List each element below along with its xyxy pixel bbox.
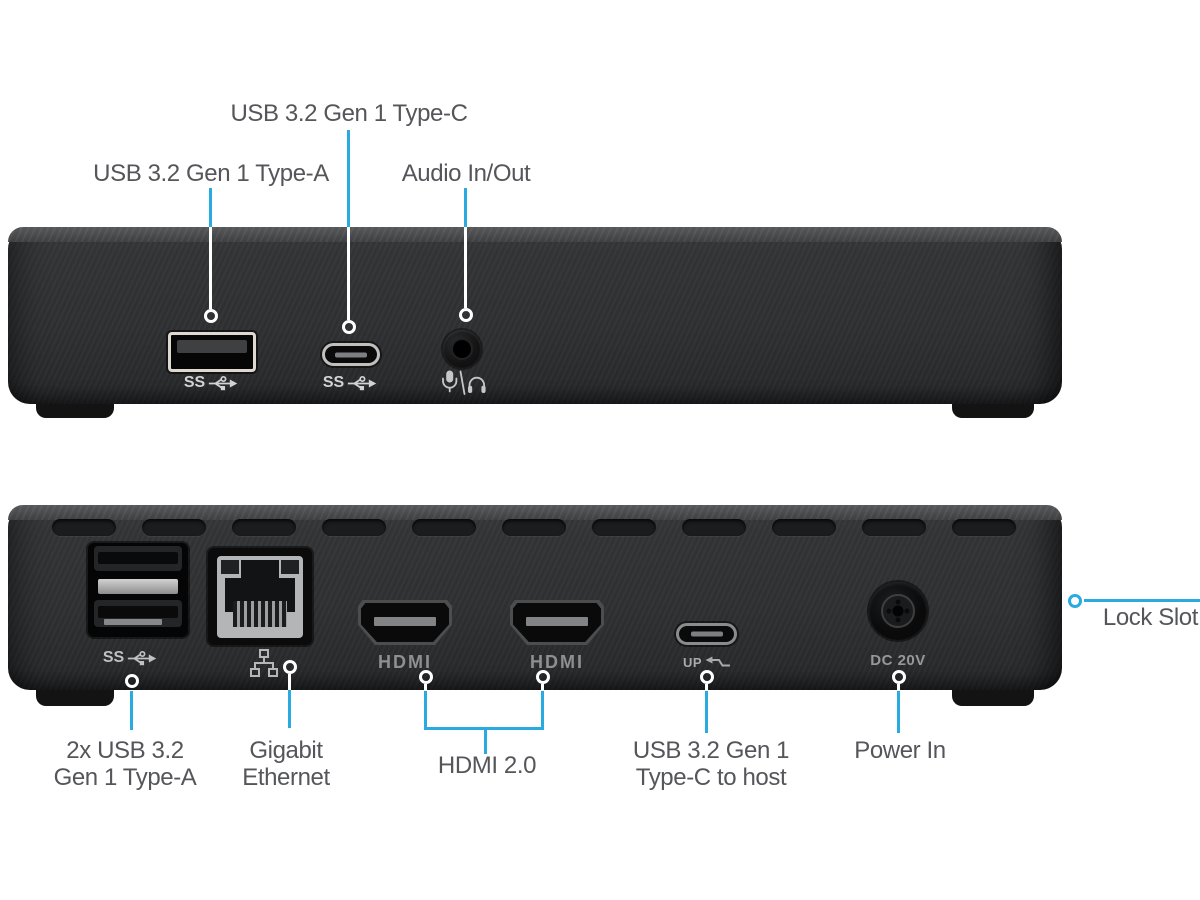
callout-line-lock-slot bbox=[1084, 599, 1200, 602]
ethernet-led-window bbox=[281, 560, 299, 574]
callout-target-ring bbox=[283, 660, 297, 674]
callout-line bbox=[705, 684, 708, 691]
dc-jack-pin bbox=[892, 605, 904, 617]
ethernet-led-window bbox=[221, 560, 239, 574]
callout-line bbox=[424, 684, 427, 691]
vent-slot bbox=[772, 519, 836, 536]
hdmi-logo-marking: HDMI bbox=[530, 652, 584, 672]
callout-line bbox=[288, 690, 291, 728]
callout-target-ring bbox=[342, 320, 356, 334]
callout-target-ring bbox=[892, 670, 906, 684]
audio-jack-port bbox=[443, 330, 481, 368]
callout-label-power: Power In bbox=[854, 737, 946, 764]
callout-target-ring bbox=[536, 670, 550, 684]
dc-power-jack bbox=[869, 582, 927, 640]
callout-line bbox=[424, 691, 427, 727]
callout-line bbox=[347, 130, 350, 227]
vent-slot bbox=[142, 519, 206, 536]
vent-slot bbox=[952, 519, 1016, 536]
callout-line bbox=[464, 227, 467, 308]
callout-line bbox=[897, 684, 900, 691]
vent-slot bbox=[862, 519, 926, 536]
usb-trident-icon bbox=[348, 375, 377, 390]
vent-slot bbox=[52, 519, 116, 536]
callout-line bbox=[209, 188, 212, 227]
vent-slot bbox=[412, 519, 476, 536]
usb-c-tongue bbox=[335, 352, 367, 357]
callout-label-ethernet: Gigabit Ethernet bbox=[242, 737, 330, 791]
dc-jack-inner bbox=[881, 594, 915, 628]
callout-label-dual-usb-a: 2x USB 3.2 Gen 1 Type-A bbox=[53, 737, 197, 791]
vent-slot bbox=[322, 519, 386, 536]
callout-target-ring bbox=[125, 674, 139, 688]
callout-line bbox=[705, 691, 708, 733]
callout-target-ring-lock-slot bbox=[1068, 594, 1082, 608]
callout-target-ring bbox=[459, 308, 473, 322]
callout-line bbox=[288, 674, 291, 690]
usb-c-tongue bbox=[690, 631, 723, 637]
dual-usb-a-ports bbox=[88, 543, 188, 637]
audio-jack-hole bbox=[453, 340, 471, 358]
callout-label-audio: Audio In/Out bbox=[401, 160, 531, 187]
callout-label-usb-a: USB 3.2 Gen 1 Type-A bbox=[93, 160, 329, 187]
usb-a-tongue bbox=[104, 619, 162, 625]
usb-trident-icon bbox=[128, 650, 157, 665]
mic-headphone-icon bbox=[440, 369, 488, 396]
callout-line bbox=[897, 691, 900, 733]
callout-target-ring bbox=[419, 670, 433, 684]
hdmi-tongue bbox=[374, 617, 436, 626]
vent-slot bbox=[232, 519, 296, 536]
usb-superspeed-icon: SS bbox=[184, 374, 238, 392]
vent-slot bbox=[682, 519, 746, 536]
usb-superspeed-icon: SS bbox=[103, 649, 157, 667]
dock-front-panel: SS SS bbox=[8, 227, 1062, 404]
callout-label-hdmi: HDMI 2.0 bbox=[437, 752, 537, 779]
callout-line bbox=[464, 188, 467, 227]
dock-back-panel: SS bbox=[8, 505, 1062, 690]
hdmi-port-1 bbox=[358, 600, 452, 645]
callout-label-usb-c-host: USB 3.2 Gen 1 Type-C to host bbox=[632, 737, 790, 791]
vent-slot bbox=[502, 519, 566, 536]
callout-line bbox=[209, 227, 212, 309]
usb-trident-icon bbox=[209, 375, 238, 390]
callout-target-ring bbox=[700, 670, 714, 684]
rubber-foot bbox=[952, 686, 1034, 706]
device-top-edge bbox=[8, 227, 1062, 242]
ethernet-metal-frame bbox=[217, 556, 303, 638]
usb-a-opening bbox=[94, 546, 182, 571]
callout-line bbox=[541, 691, 544, 727]
callout-target-ring bbox=[204, 309, 218, 323]
callout-line bbox=[347, 227, 350, 320]
callout-line bbox=[541, 684, 544, 691]
usb-c-host-port bbox=[676, 623, 737, 645]
hdmi-port-2 bbox=[510, 600, 604, 645]
usb-a-slot bbox=[98, 606, 178, 618]
callout-line bbox=[130, 691, 133, 730]
callout-label-lock-slot: Lock Slot bbox=[1102, 604, 1199, 631]
hdmi-logo-marking: HDMI bbox=[378, 652, 432, 672]
dc-voltage-marking: DC 20V bbox=[870, 652, 926, 669]
usb-superspeed-icon: SS bbox=[323, 374, 377, 392]
usb-c-port bbox=[322, 343, 380, 366]
hdmi-tongue bbox=[526, 617, 588, 626]
rubber-foot bbox=[36, 686, 114, 706]
usb-a-tongue bbox=[177, 340, 247, 353]
usb-c-host-up-marking: UP bbox=[683, 655, 731, 670]
ethernet-port bbox=[208, 548, 312, 645]
usb-a-slot bbox=[98, 552, 178, 564]
device-top-edge bbox=[8, 505, 1062, 520]
host-arrow-icon bbox=[705, 656, 731, 667]
usb-a-port bbox=[168, 332, 256, 372]
callout-label-usb-c: USB 3.2 Gen 1 Type-C bbox=[230, 100, 468, 127]
ethernet-pins bbox=[233, 601, 287, 627]
usb-a-tongue bbox=[98, 579, 178, 594]
ethernet-clip-slot bbox=[241, 560, 279, 580]
callout-line bbox=[484, 727, 487, 754]
ethernet-network-icon bbox=[248, 649, 280, 679]
vent-slot bbox=[592, 519, 656, 536]
